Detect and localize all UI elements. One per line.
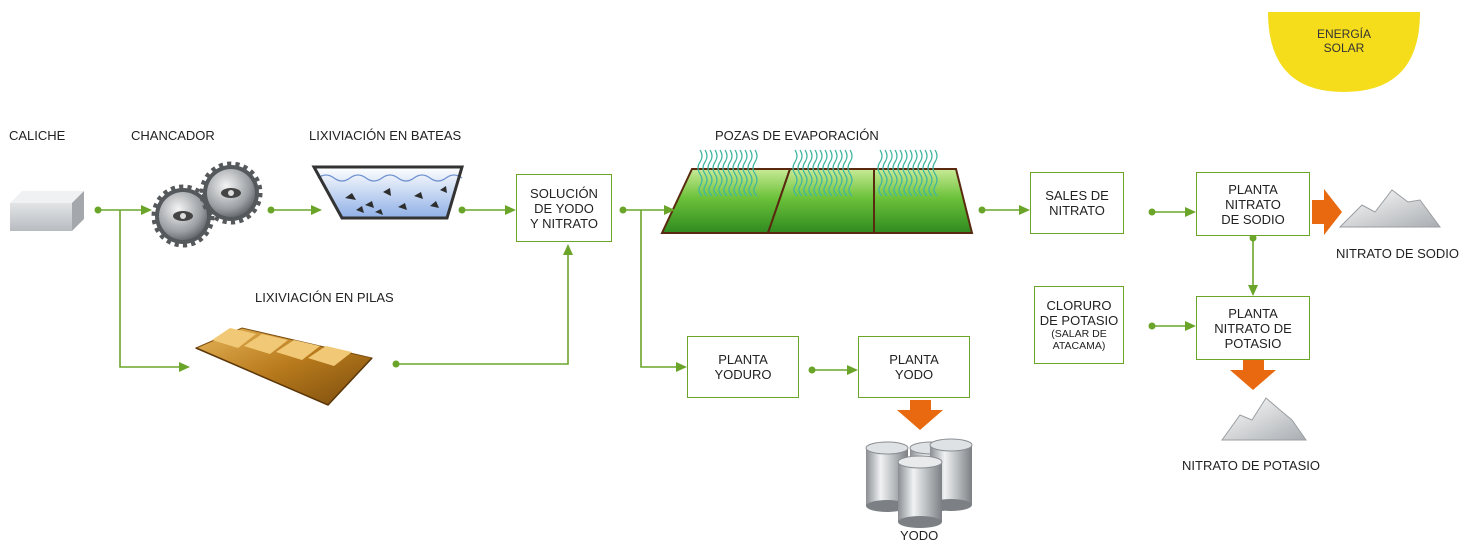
vapor-wisp xyxy=(697,149,703,197)
vapor-wisp xyxy=(837,149,843,197)
cloruro-line2: DE POTASIO xyxy=(1039,313,1119,328)
planta-nitrato-sodio-box: PLANTA NITRATO DE SODIO xyxy=(1196,172,1310,236)
vapor-wisp xyxy=(892,149,898,197)
caliche-block-icon xyxy=(10,191,84,231)
sodium-nitrate-pile-icon xyxy=(1338,189,1441,228)
vapor-wisp xyxy=(807,149,813,197)
flow-caliche-pilas xyxy=(119,210,180,368)
vapor-wisp xyxy=(827,149,833,197)
planta-potasio-line2: NITRATO DE xyxy=(1214,320,1292,336)
vapor-wisp xyxy=(722,149,728,197)
caliche-label: CALICHE xyxy=(9,128,66,143)
vapor-wisp xyxy=(707,149,713,197)
vapor-wisp xyxy=(887,149,893,197)
sales-line1: SALES DE xyxy=(1045,188,1109,203)
planta-yoduro-box: PLANTA YODURO xyxy=(687,336,799,398)
vapor-wisp xyxy=(907,149,913,197)
planta-sodio-line2: NITRATO xyxy=(1225,196,1281,212)
solucion-box: SOLUCIÓN DE YODO Y NITRATO xyxy=(516,174,612,242)
cloruro-line3: (SALAR DE xyxy=(1051,328,1107,340)
sales-line2: NITRATO xyxy=(1049,203,1105,218)
vapor-wisp xyxy=(822,149,828,197)
leaching-vat-icon xyxy=(311,165,465,220)
nitrato-potasio-label: NITRATO DE POTASIO xyxy=(1182,458,1320,473)
planta-yoduro-line2: YODURO xyxy=(714,367,772,382)
cloruro-line1: CLORURO xyxy=(1046,298,1112,313)
vapor-wisp xyxy=(717,149,723,197)
vapor-wisp xyxy=(842,149,848,197)
lix-pilas-label: LIXIVIACIÓN EN PILAS xyxy=(255,290,394,305)
vapor-wisp xyxy=(737,149,743,197)
vapor-wisp xyxy=(797,149,803,197)
cloruro-line4: ATACAMA) xyxy=(1052,340,1106,352)
sales-nitrato-box: SALES DE NITRATO xyxy=(1030,172,1124,234)
lix-bateas-label: LIXIVIACIÓN EN BATEAS xyxy=(309,128,462,143)
vapor-wisp xyxy=(802,149,808,197)
output-arrow-potasio xyxy=(1230,360,1276,390)
solar-energy-line2: SOLAR xyxy=(1323,41,1365,55)
nitrato-sodio-label: NITRATO DE SODIO xyxy=(1336,246,1460,261)
vapor-wisp xyxy=(832,149,838,197)
planta-sodio-line3: DE SODIO xyxy=(1221,211,1285,227)
planta-potasio-line3: POTASIO xyxy=(1224,335,1282,351)
vapor-wisp xyxy=(742,149,748,197)
vapor-wisp xyxy=(882,149,888,197)
planta-yoduro-line1: PLANTA xyxy=(718,352,768,367)
solucion-line2: DE YODO xyxy=(534,200,594,216)
vapor-wisp xyxy=(902,149,908,197)
vapor-wisp xyxy=(747,149,753,197)
planta-sodio-line1: PLANTA xyxy=(1228,181,1278,197)
planta-potasio-line1: PLANTA xyxy=(1228,305,1278,321)
vapor-wisp xyxy=(877,149,883,197)
solar-energy-label: ENERGÍA SOLAR xyxy=(1306,27,1382,55)
evaporation-ponds-icon xyxy=(660,149,974,234)
vapor-wisp xyxy=(932,149,938,197)
output-arrow-sodio xyxy=(1312,189,1342,235)
planta-nitrato-potasio-box: PLANTA NITRATO DE POTASIO xyxy=(1196,296,1310,360)
crusher-gears-icon xyxy=(151,161,263,248)
heap-leaching-icon xyxy=(194,327,373,406)
vapor-wisp xyxy=(712,149,718,197)
vapor-wisp xyxy=(897,149,903,197)
planta-yodo-box: PLANTA YODO xyxy=(858,336,970,398)
chancador-label: CHANCADOR xyxy=(131,128,215,143)
vapor-wisp xyxy=(922,149,928,197)
vapor-wisp xyxy=(917,149,923,197)
flow-pilas-solucion xyxy=(396,254,569,365)
flow-solucion-yoduro xyxy=(640,210,676,368)
vapor-wisp xyxy=(927,149,933,197)
vapor-wisp xyxy=(847,149,853,197)
vapor-wisp xyxy=(812,149,818,197)
vapor-wisp xyxy=(912,149,918,197)
sun-icon xyxy=(1268,12,1420,92)
output-arrow-yodo xyxy=(897,400,943,430)
vapor-wisp xyxy=(732,149,738,197)
vapor-wisp xyxy=(792,149,798,197)
iodine-drums-icon xyxy=(865,438,973,528)
solar-energy-line1: ENERGÍA xyxy=(1316,27,1371,41)
vapor-wisp xyxy=(752,149,758,197)
pozas-label: POZAS DE EVAPORACIÓN xyxy=(715,128,879,143)
vapor-wisp xyxy=(727,149,733,197)
cloruro-potasio-box: CLORURO DE POTASIO (SALAR DE ATACAMA) xyxy=(1034,286,1124,364)
solucion-line1: SOLUCIÓN xyxy=(530,185,598,201)
vapor-wisp xyxy=(817,149,823,197)
planta-yodo-line1: PLANTA xyxy=(889,352,939,367)
vapor-wisp xyxy=(702,149,708,197)
potassium-nitrate-pile-icon xyxy=(1221,397,1307,441)
yodo-label: YODO xyxy=(900,528,939,543)
solucion-line3: Y NITRATO xyxy=(530,215,598,231)
planta-yodo-line2: YODO xyxy=(894,367,934,382)
